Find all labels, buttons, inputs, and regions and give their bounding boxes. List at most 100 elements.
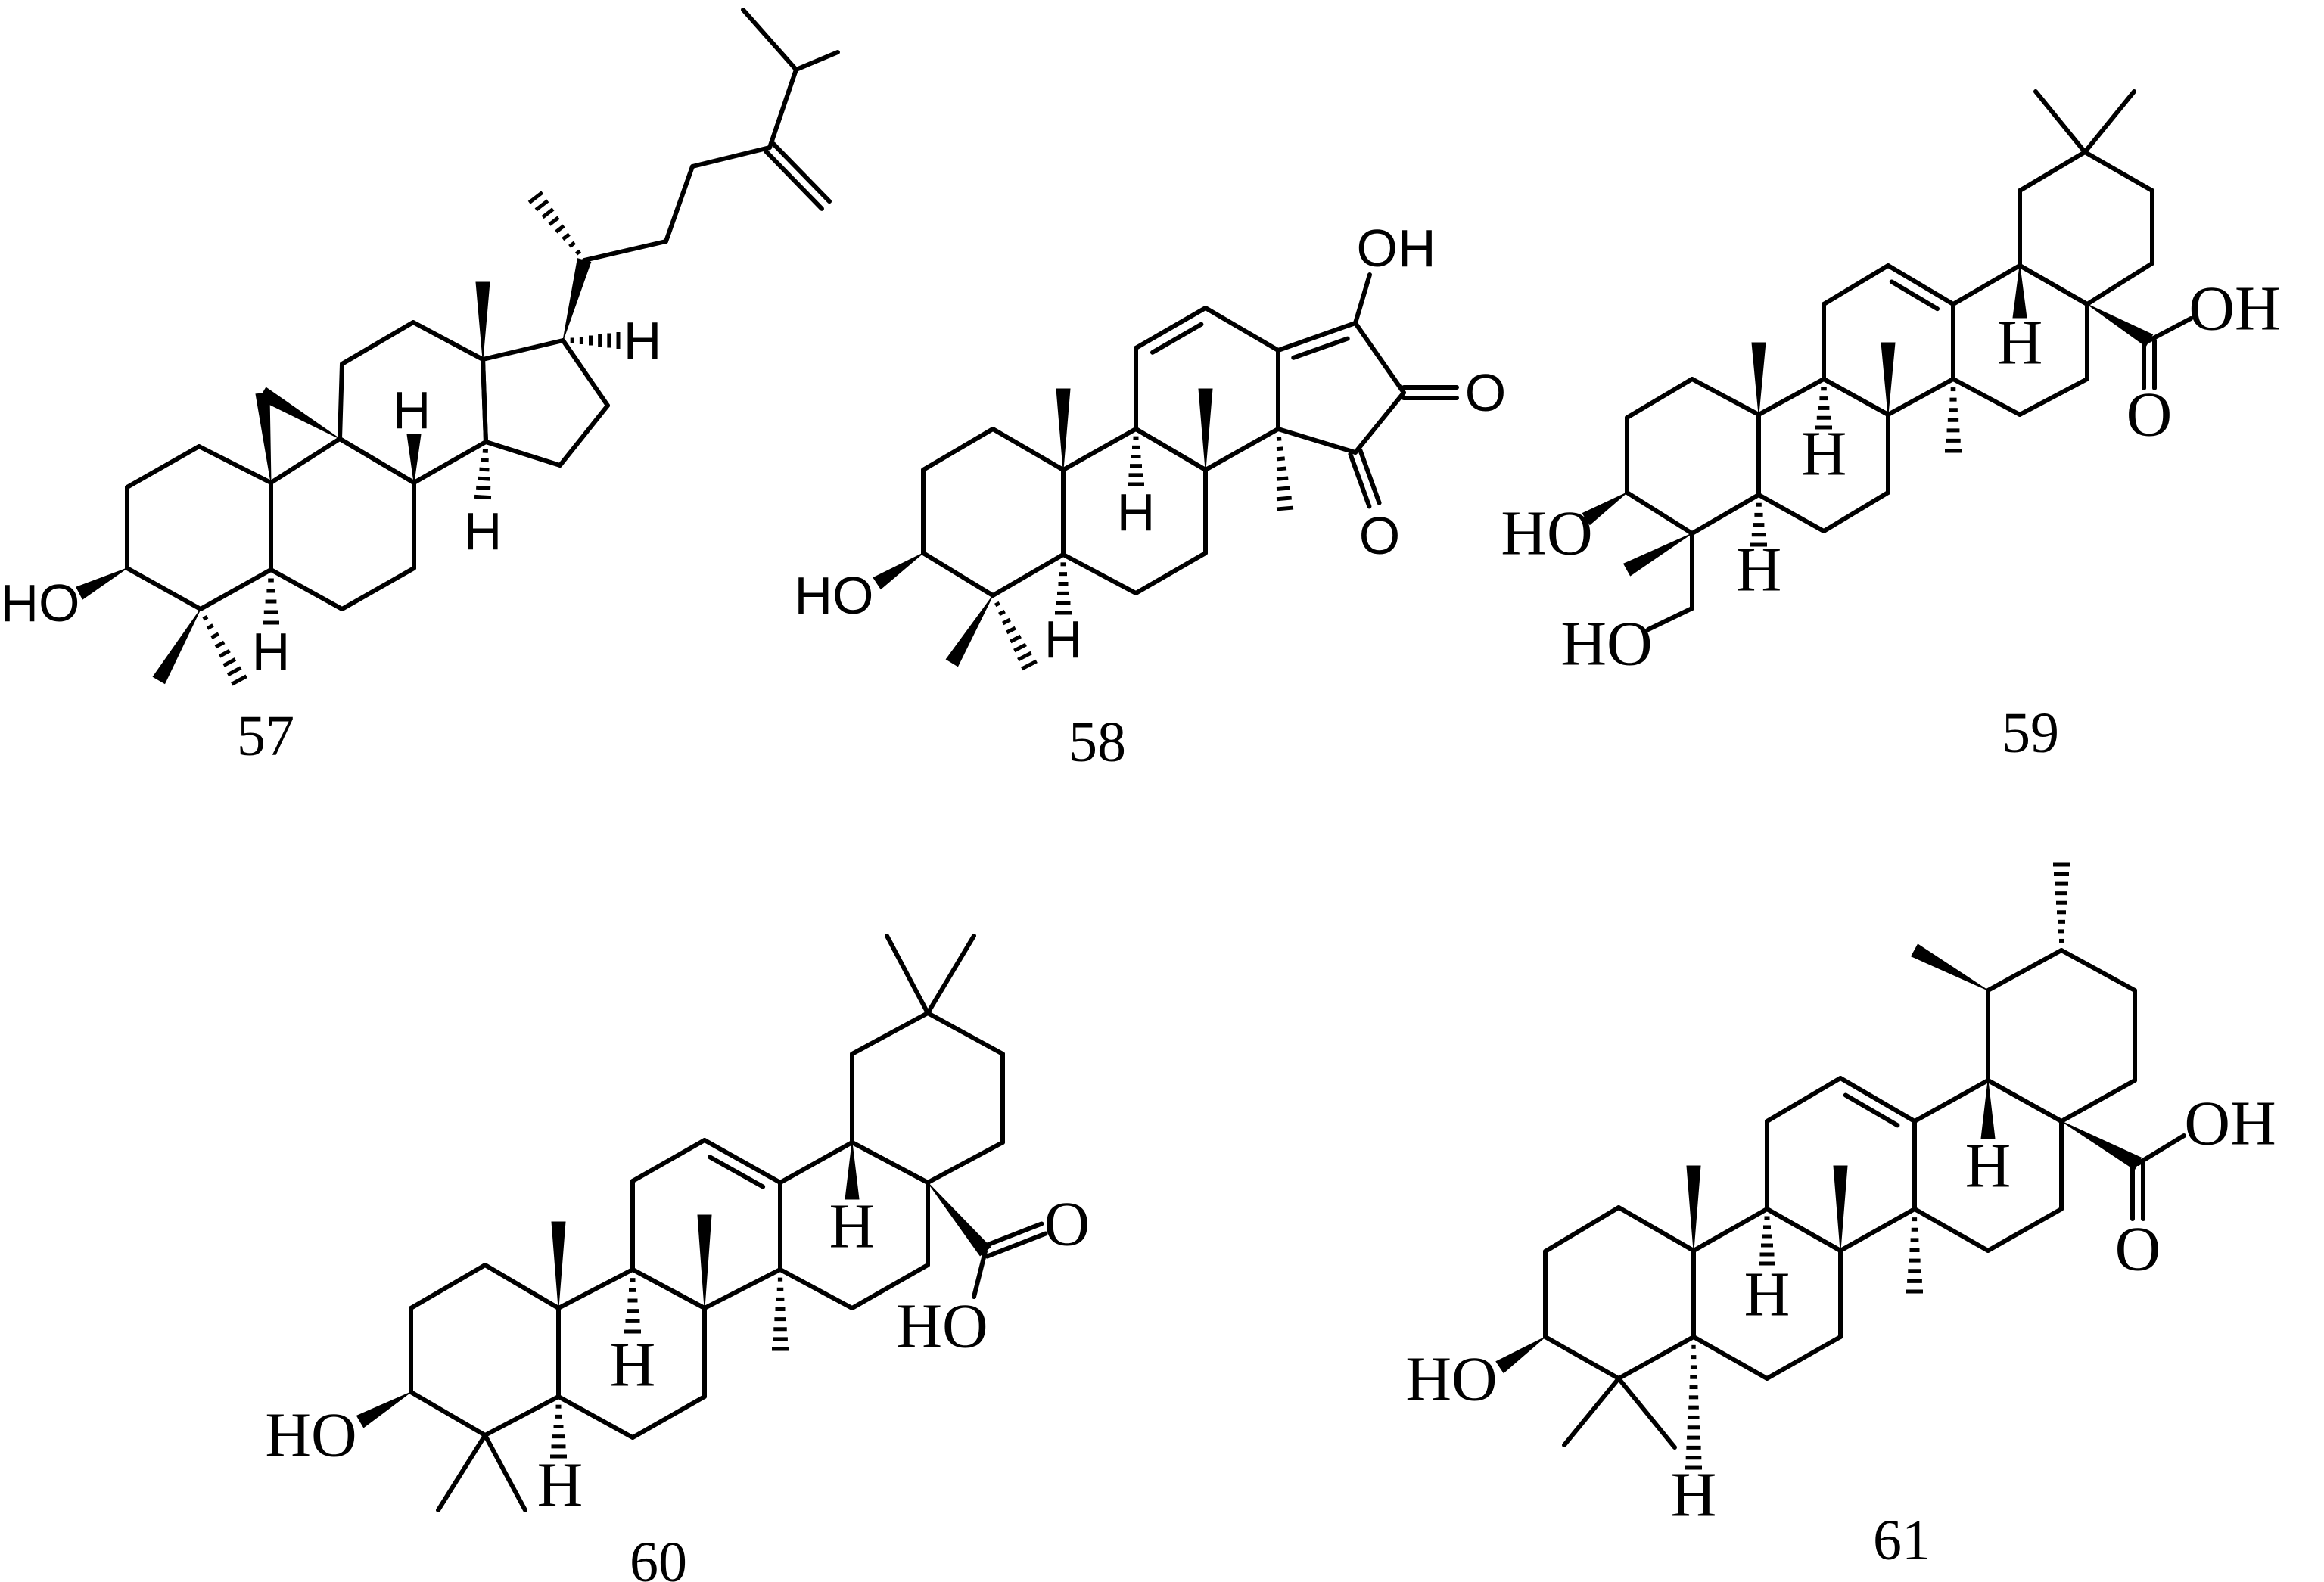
hashed-bond	[202, 615, 247, 686]
wedge-bond	[76, 567, 128, 600]
ring-bond	[198, 567, 273, 611]
ring-bond	[2018, 263, 2089, 306]
ring	[2018, 150, 2154, 306]
double-bond	[981, 1221, 1044, 1249]
atom-label: HO	[896, 1291, 988, 1362]
wedge-bond	[255, 392, 272, 483]
ring-bond	[630, 1138, 707, 1183]
ring-bond	[340, 566, 416, 611]
bond	[1562, 1376, 1621, 1447]
ring-bond	[1690, 493, 1761, 536]
hashed-bond	[1055, 562, 1072, 615]
ring-bond	[1912, 1207, 1990, 1253]
ring-bond	[269, 437, 342, 485]
atom-label: HO	[1501, 499, 1592, 569]
wedge-bond	[697, 1214, 712, 1309]
double-bond	[1358, 448, 1382, 505]
hash-stroke	[478, 476, 490, 481]
ring-bond	[2018, 150, 2087, 193]
ring-bond	[340, 320, 415, 366]
atom-label: H	[610, 1330, 656, 1400]
hash-stroke	[202, 615, 209, 621]
atom-label: OH	[2189, 274, 2280, 344]
hash-stroke	[574, 249, 582, 256]
ring-bond	[991, 427, 1066, 472]
atom-label: O	[2115, 1214, 2161, 1285]
ring-bond	[483, 1263, 561, 1310]
wedge-bond	[927, 1182, 991, 1257]
ring-bond	[338, 362, 344, 441]
ring-bond	[2059, 948, 2137, 993]
ring-bond	[1616, 1335, 1696, 1381]
atom-label: H	[829, 1192, 876, 1262]
ring-bond	[1543, 1335, 1621, 1381]
wedge-bond	[873, 552, 924, 590]
hashed-bond	[994, 601, 1038, 671]
ring-bond	[1276, 321, 1358, 353]
wedge-bond	[475, 281, 490, 360]
ring	[850, 1011, 1005, 1185]
hash-stroke	[206, 623, 214, 630]
double-bond	[763, 148, 824, 211]
hashed-bond	[1128, 436, 1144, 486]
bond	[2083, 89, 2136, 154]
ring-bond	[2085, 261, 2154, 306]
ring-bond	[1134, 551, 1208, 595]
bond	[1353, 272, 1372, 325]
wedge-bond	[356, 1391, 412, 1428]
ring-bond	[926, 1140, 1005, 1185]
ring-bond	[1986, 1078, 2064, 1124]
hash-stroke	[1002, 617, 1011, 626]
wedge-bond	[1622, 533, 1693, 577]
atom-label: O	[1044, 1189, 1090, 1260]
ring-bond	[630, 1394, 707, 1440]
ring-bond	[1886, 263, 1955, 306]
inner-double-bond	[708, 1155, 766, 1189]
bond	[885, 934, 930, 1015]
hash-stroke	[1021, 659, 1038, 671]
atom-label: H	[1801, 419, 1847, 490]
bond	[794, 50, 840, 72]
ring	[1061, 427, 1208, 595]
ring-bond	[630, 1267, 707, 1310]
ring-bond	[1203, 306, 1280, 353]
ring-bond	[1203, 427, 1280, 472]
atom-label: HO	[265, 1400, 356, 1471]
ring-bond	[338, 437, 416, 485]
atom-label: H	[464, 502, 502, 561]
ring	[409, 1263, 561, 1437]
compound-number: 59	[2002, 701, 2059, 765]
atom-label: OH	[2184, 1089, 2276, 1159]
ring	[1986, 948, 2137, 1124]
atom-label: HO	[1560, 609, 1652, 679]
atom-label: H	[393, 381, 431, 440]
hashed-bond	[772, 1277, 789, 1351]
ring-bond	[481, 357, 488, 444]
atom-label: H	[1965, 1131, 2011, 1201]
ring-bond	[1756, 377, 1826, 417]
atom-label: OH	[1357, 219, 1436, 278]
hashed-bond	[1750, 502, 1767, 547]
ring-bond	[702, 1138, 782, 1185]
compound-number: 61	[1873, 1509, 1930, 1572]
hash-stroke	[1276, 456, 1285, 462]
hash-stroke	[1276, 437, 1282, 441]
ring-bond	[1886, 377, 1955, 417]
hash-stroke	[1010, 634, 1022, 644]
bond	[926, 934, 976, 1015]
hash-stroke	[226, 666, 242, 677]
ring-bond	[1822, 263, 1890, 306]
wedge-bond	[1833, 1165, 1848, 1251]
wedge-bond	[1980, 1080, 1996, 1139]
atom-label: O	[2126, 380, 2173, 450]
bond	[1646, 606, 1694, 632]
wedge-bond	[1198, 388, 1213, 471]
hash-stroke	[1276, 486, 1290, 491]
double-bond	[1348, 452, 1372, 509]
wedge-bond	[551, 1221, 566, 1309]
ring-bond	[412, 440, 488, 485]
hash-stroke	[527, 191, 544, 204]
bond	[1616, 1376, 1677, 1450]
